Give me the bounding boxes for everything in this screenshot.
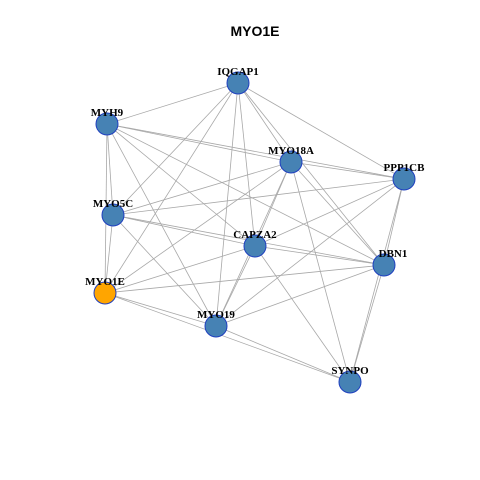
edge-capza2-dbn1: [254, 245, 385, 266]
edge-ppp1cb-capza2: [254, 178, 405, 247]
node-myo18a: MYO18A: [268, 145, 314, 174]
node-circle: [338, 370, 362, 394]
node-label: MYO18A: [268, 145, 314, 157]
edge-myo18a-synpo: [290, 161, 351, 383]
node-myo1e: MYO1E: [85, 276, 125, 305]
edge-myo18a-myo5c: [112, 161, 292, 216]
edge-ppp1cb-myo19: [215, 178, 405, 327]
edge-myo18a-dbn1: [290, 161, 385, 266]
node-label: MYO19: [197, 309, 235, 321]
edge-myh9-myo19: [106, 123, 217, 327]
edge-ppp1cb-synpo: [349, 178, 405, 383]
node-circle: [226, 71, 250, 95]
edge-capza2-myo1e: [104, 245, 256, 294]
edge-layer: [104, 82, 405, 383]
edge-myo5c-myo19: [112, 214, 217, 327]
node-label: IQGAP1: [217, 66, 259, 78]
edge-myo18a-ppp1cb: [290, 161, 405, 180]
edge-myh9-ppp1cb: [106, 123, 405, 180]
node-iqgap1: IQGAP1: [217, 66, 259, 95]
node-label: MYO1E: [85, 276, 125, 288]
node-circle: [392, 167, 416, 191]
node-circle: [101, 203, 125, 227]
edge-myo1e-synpo: [104, 292, 351, 383]
edge-myo1e-myo19: [104, 292, 217, 327]
edge-iqgap1-myo1e: [104, 82, 239, 294]
edge-myo5c-capza2: [112, 214, 256, 247]
edge-iqgap1-myh9: [106, 82, 239, 125]
node-circle: [279, 150, 303, 174]
edge-myh9-myo5c: [106, 123, 114, 216]
edge-myh9-capza2: [106, 123, 256, 247]
node-circle: [243, 234, 267, 258]
edge-capza2-myo19: [215, 245, 256, 327]
node-label: MYO5C: [93, 198, 133, 210]
node-myo19: MYO19: [197, 309, 235, 338]
edge-dbn1-synpo: [349, 264, 385, 383]
node-label: MYH9: [91, 107, 124, 119]
edge-myo19-synpo: [215, 325, 351, 383]
node-myh9: MYH9: [91, 107, 124, 136]
edge-ppp1cb-dbn1: [383, 178, 405, 266]
edge-iqgap1-myo5c: [112, 82, 239, 216]
node-capza2: CAPZA2: [233, 229, 277, 258]
node-label: PPP1CB: [384, 162, 426, 174]
node-dbn1: DBN1: [372, 248, 408, 277]
node-synpo: SYNPO: [331, 365, 369, 394]
node-circle: [372, 253, 396, 277]
node-label: SYNPO: [331, 365, 369, 377]
node-circle: [204, 314, 228, 338]
node-label: CAPZA2: [233, 229, 277, 241]
node-label: DBN1: [379, 248, 408, 260]
edge-myo5c-myo1e: [104, 214, 114, 294]
edge-iqgap1-dbn1: [237, 82, 385, 266]
edge-iqgap1-myo19: [215, 82, 239, 327]
node-ppp1cb: PPP1CB: [384, 162, 426, 191]
edge-capza2-synpo: [254, 245, 351, 383]
edge-dbn1-myo19: [215, 264, 385, 327]
node-myo5c: MYO5C: [93, 198, 133, 227]
edge-myo18a-myo1e: [104, 161, 292, 294]
edge-myh9-myo18a: [106, 123, 292, 163]
edge-dbn1-myo1e: [104, 264, 385, 294]
node-circle: [95, 112, 119, 136]
edge-ppp1cb-myo5c: [112, 178, 405, 216]
node-circle: [93, 281, 117, 305]
edge-iqgap1-ppp1cb: [237, 82, 405, 180]
edge-iqgap1-capza2: [237, 82, 256, 247]
graph-title: MYO1E: [230, 23, 279, 39]
edge-iqgap1-myo18a: [237, 82, 292, 163]
